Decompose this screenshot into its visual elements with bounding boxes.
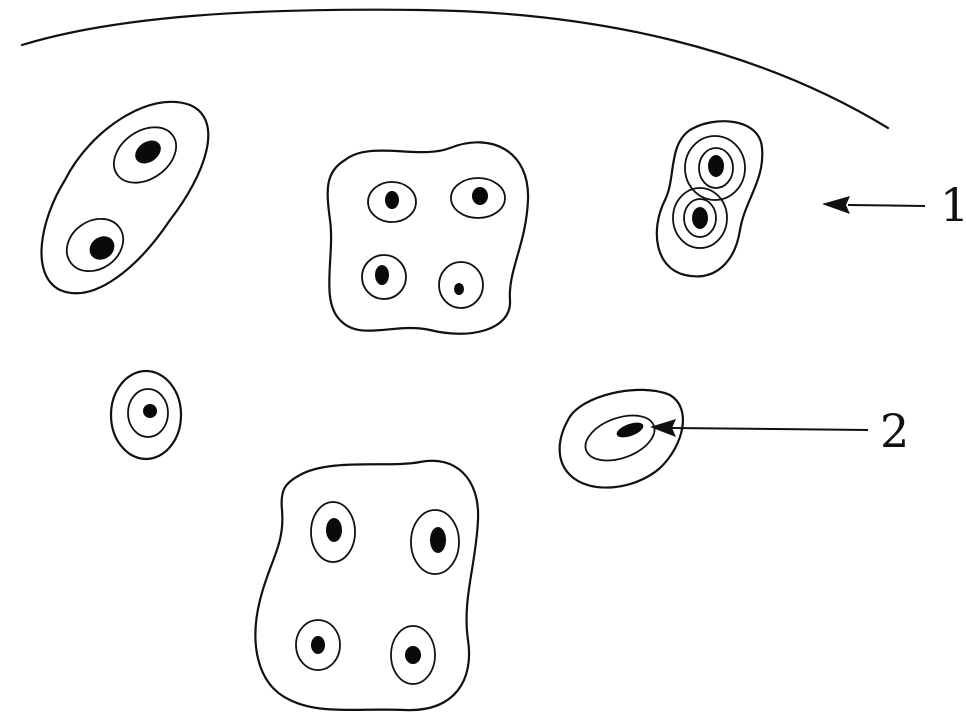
cell-group-tetrad-top (328, 142, 528, 333)
cell (685, 136, 745, 200)
cell (439, 262, 483, 308)
label-2-arrow-shaft (672, 428, 868, 430)
label-2: 2 (880, 404, 909, 458)
label-1-arrowhead-icon (822, 196, 850, 214)
nucleus (472, 187, 488, 205)
nucleus (311, 636, 325, 654)
label-2-pointer: 2 (650, 404, 909, 458)
cell (57, 208, 134, 282)
cell-group-pair-right (657, 121, 762, 276)
nucleus (131, 136, 165, 168)
nucleus (326, 518, 342, 542)
cell-single-left (111, 371, 181, 459)
label-1-pointer: 1 (822, 178, 966, 232)
group-outer-membrane (41, 102, 208, 293)
nucleus (615, 420, 645, 441)
label-1-arrow-shaft (848, 205, 925, 206)
surface-line (22, 10, 888, 128)
cell (391, 626, 435, 684)
cell-single-right (560, 390, 683, 488)
group-outer-membrane (560, 390, 683, 488)
nucleus (375, 265, 389, 285)
cell-group-tetrad-bottom (255, 461, 478, 710)
group-outer-membrane (328, 142, 528, 333)
cell (296, 620, 340, 670)
cell (368, 182, 416, 222)
label-1: 1 (940, 178, 966, 232)
cell (311, 502, 355, 562)
nucleus (430, 527, 446, 553)
group-outer-membrane (255, 461, 478, 710)
cell (411, 510, 459, 574)
nucleus (385, 191, 399, 209)
nucleus (708, 155, 724, 177)
cell-group-pair-left (41, 102, 208, 293)
cell (362, 255, 406, 299)
cell (451, 178, 505, 218)
nucleus (454, 283, 464, 295)
cell (673, 188, 727, 248)
nucleus (143, 404, 157, 418)
nucleus (692, 207, 708, 229)
cell (103, 116, 186, 194)
nucleus (405, 646, 421, 664)
